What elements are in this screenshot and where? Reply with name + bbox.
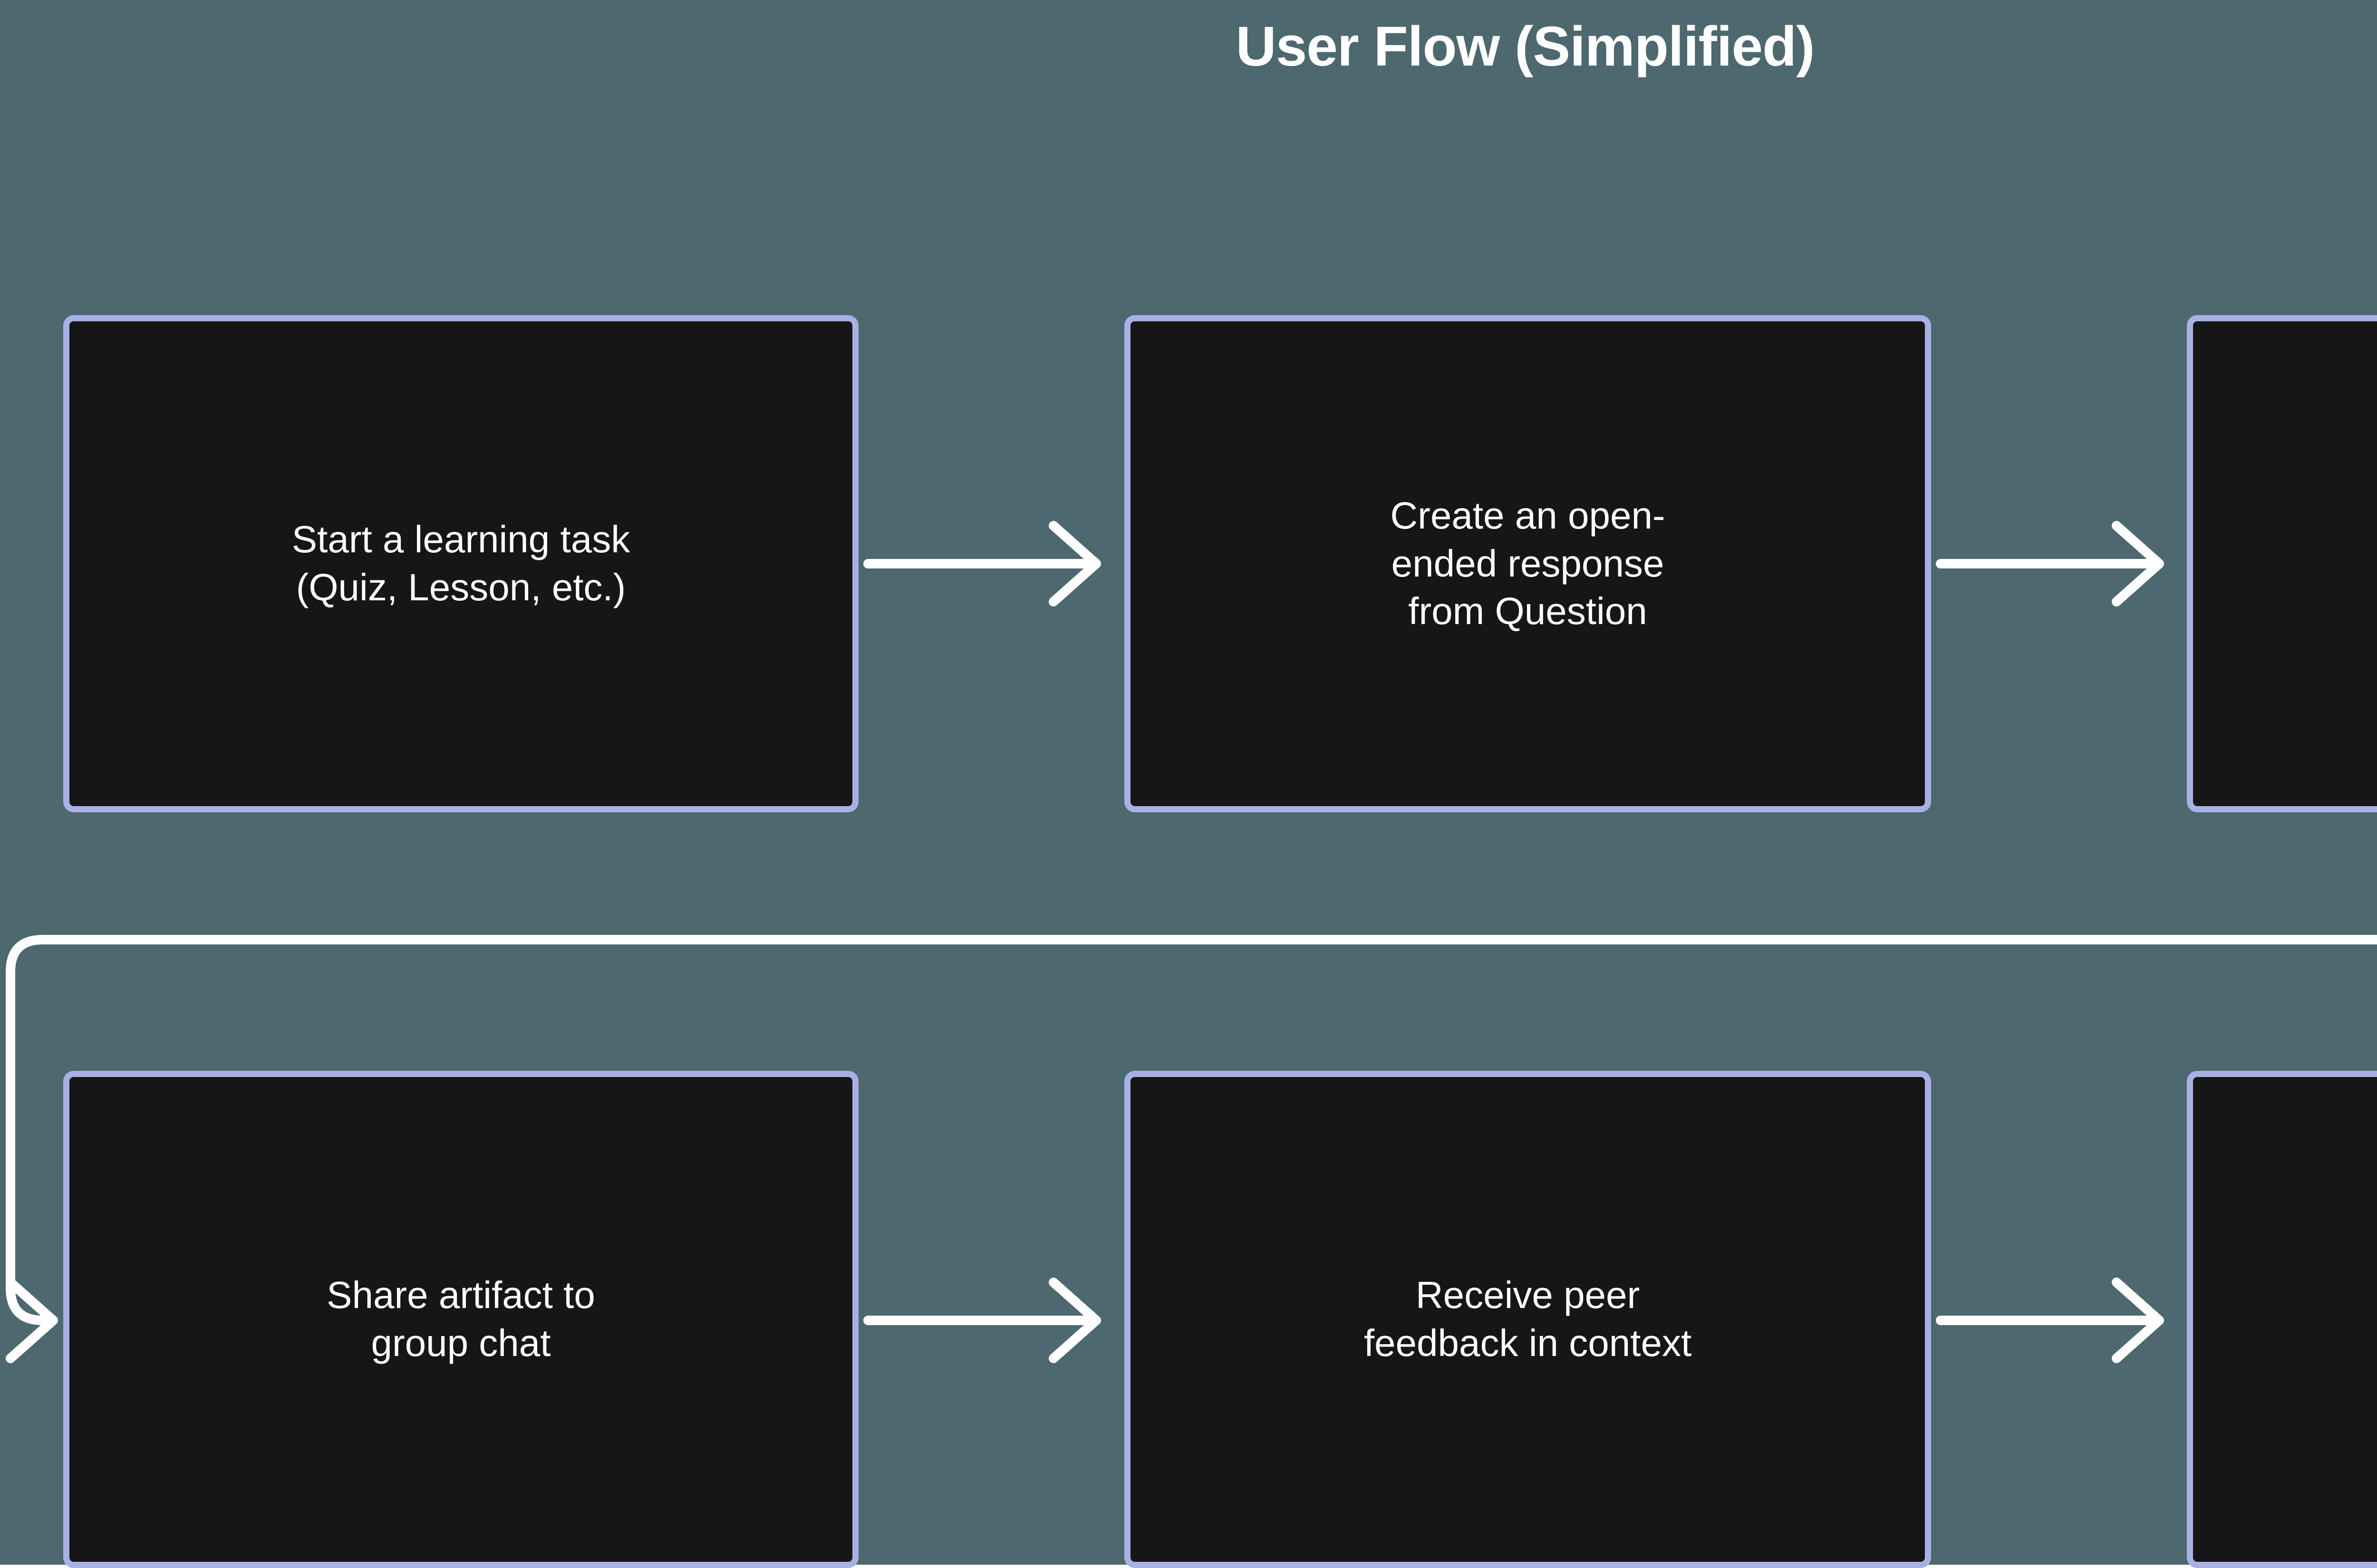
flow-node-receive-peer-feedback[interactable]: Receive peer feedback in context [1124, 1071, 1931, 1568]
flow-node-create-open-ended-response[interactable]: Create an open- ended response from Ques… [1124, 315, 1931, 812]
flow-node-start-learning-task[interactable]: Start a learning task (Quiz, Lesson, etc… [63, 315, 859, 812]
edge-node5-to-node6 [1936, 1278, 2164, 1363]
flow-node-label: Start a learning task (Quiz, Lesson, etc… [291, 518, 630, 608]
page-title: User Flow (Simplified) [1236, 15, 1815, 78]
edge-node2-to-node3 [1936, 521, 2164, 606]
flow-node-acknowledge-progress[interactable]: Acknowledge progress [2187, 1071, 2377, 1568]
flow-node-save-work-without-evaluation[interactable]: Save work without evaluation [2187, 315, 2377, 812]
flow-node-label: Receive peer feedback in context [1363, 1274, 1692, 1364]
edge-node1-to-node2 [863, 521, 1101, 606]
flow-node-share-artifact-to-group-chat[interactable]: Share artifact to group chat [63, 1071, 859, 1568]
flow-node-label: Create an open- ended response from Ques… [1390, 494, 1665, 633]
edge-node4-to-node5 [863, 1278, 1101, 1363]
flow-node-label: Share artifact to group chat [327, 1274, 595, 1364]
